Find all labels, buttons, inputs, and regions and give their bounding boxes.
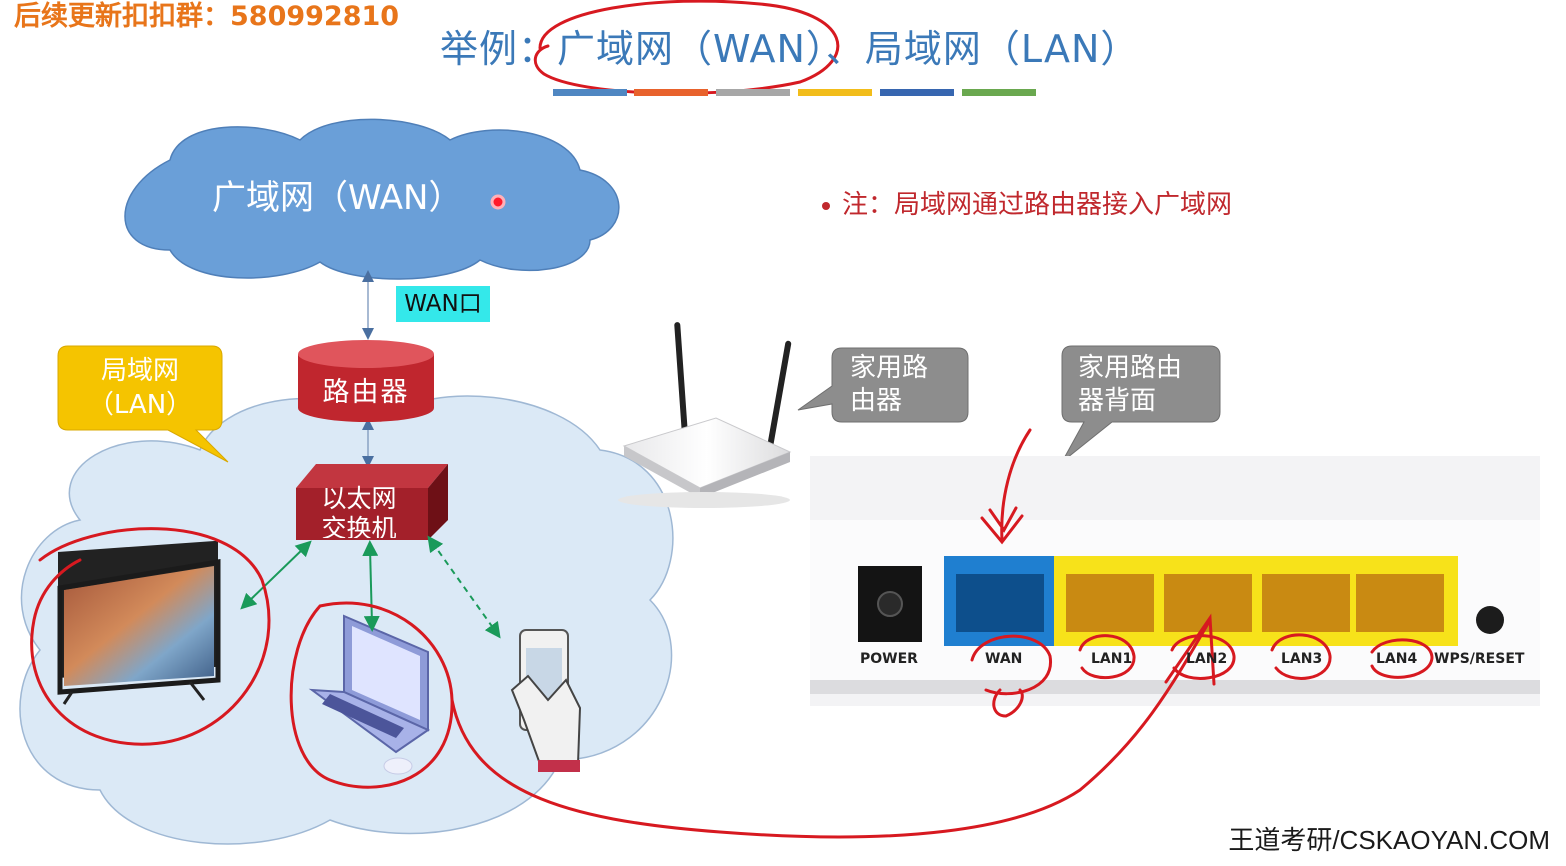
switch-laptop-link (362, 540, 380, 632)
wan-port-label: WAN (985, 651, 1023, 667)
router-cylinder (298, 340, 434, 422)
lan1-circle (1078, 634, 1136, 680)
wan-arrow (980, 428, 1032, 545)
laptop-circle (289, 601, 454, 789)
bullet-icon (822, 201, 830, 210)
page-title: 举例：广域网（WAN）、局域网（LAN） (440, 27, 1140, 71)
router-back-callout-label: 家用路由 器背面 (1078, 352, 1182, 418)
router-back-callout-shape (1061, 345, 1221, 463)
wan-port-tag: WAN口 (396, 286, 490, 322)
title-stripe-4 (798, 89, 872, 96)
lan3-port-label: LAN3 (1281, 651, 1323, 667)
title-stripe-5 (880, 89, 954, 96)
switch-tv-link (240, 540, 312, 610)
router-back-callout-line-1: 家用路由 (1078, 353, 1183, 383)
switch-label-line-2: 交换机 (321, 514, 397, 538)
tv-image (57, 540, 221, 705)
note-bullet: 注：局域网通过路由器接入广域网 (822, 184, 1232, 221)
footer-brand: 王道考研/CSKAOYAN.COM (1228, 825, 1550, 855)
title-stripe-1 (553, 89, 627, 96)
lan-callout-label: 局域网 （LAN） (60, 354, 220, 422)
lan1-port-label: LAN1 (1091, 651, 1133, 667)
lan2-circle (1170, 634, 1236, 680)
ethernet-switch-box (296, 464, 448, 540)
router-back-callout-line-2: 器背面 (1078, 386, 1157, 416)
wps-reset-label: WPS/RESET (1434, 651, 1525, 667)
switch-label: 以太网 交换机 (300, 484, 418, 538)
title-wan-circle (533, 0, 840, 95)
laptop-to-router-cable (450, 618, 1212, 839)
wan-cloud-label: 广域网（WAN） (212, 178, 463, 218)
lan-callout-line-2: （LAN） (87, 390, 193, 420)
laser-pointer-dot (490, 194, 506, 210)
wan-cloud (124, 118, 620, 280)
wan-scribble (992, 688, 1024, 718)
wifi-router-image (618, 322, 792, 508)
lan3-circle (1270, 633, 1332, 680)
router-label: 路由器 (322, 377, 410, 408)
home-router-callout-line-2: 由器 (850, 386, 903, 416)
home-router-callout-shape (797, 347, 969, 423)
lan-callout-line-1: 局域网 (100, 356, 179, 386)
lan-callout-shape (57, 345, 229, 463)
wan-port-circle (970, 634, 1052, 696)
red-annotations (30, 0, 1434, 839)
home-router-callout-line-1: 家用路 (850, 353, 929, 383)
switch-label-line-1: 以太网 (321, 484, 397, 513)
lan2-port-label: LAN2 (1186, 651, 1228, 667)
laptop-image (308, 614, 431, 775)
title-stripe-3 (716, 89, 790, 96)
title-stripe-6 (962, 89, 1036, 96)
lan4-port-label: LAN4 (1376, 651, 1418, 667)
title-stripe-2 (634, 89, 708, 96)
note-text: 注：局域网通过路由器接入广域网 (842, 190, 1233, 220)
cable-arrowhead (1164, 613, 1216, 686)
switch-phone-link (427, 535, 501, 639)
phone-image (510, 629, 582, 772)
watermark-text: 后续更新扣扣群：580992810 (14, 1, 400, 32)
tv-circle (30, 527, 271, 746)
power-port-label: POWER (860, 651, 918, 667)
router-back-panel-image (810, 456, 1540, 706)
lan4-circle (1370, 638, 1434, 679)
home-router-callout-label: 家用路 由器 (850, 352, 928, 418)
